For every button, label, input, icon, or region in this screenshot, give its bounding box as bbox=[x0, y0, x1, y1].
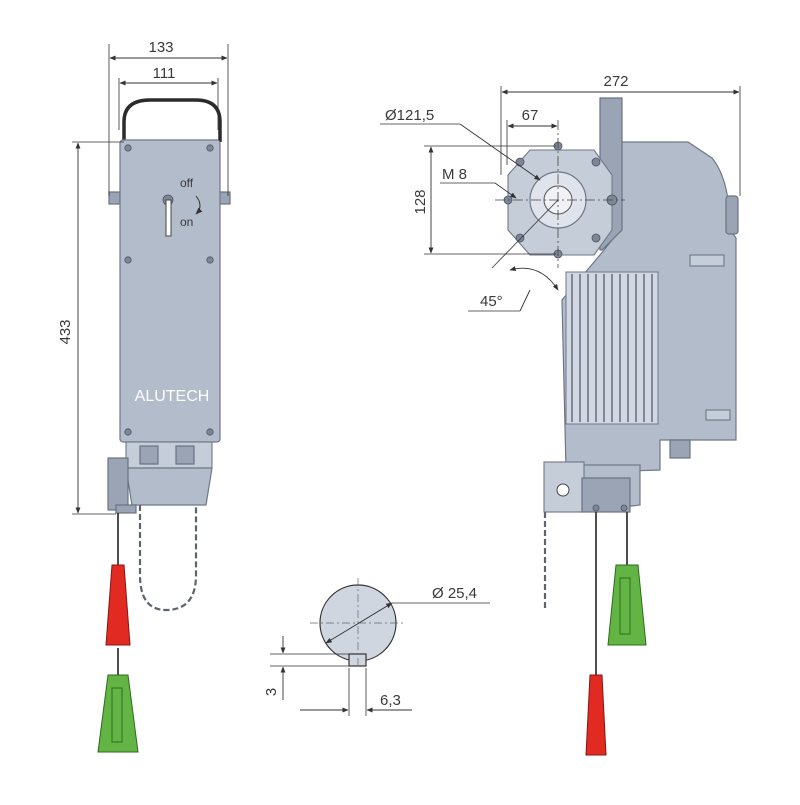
screw bbox=[124, 428, 132, 436]
terminal-block bbox=[139, 445, 159, 465]
dim-angle-arc bbox=[509, 266, 559, 291]
dim-key-height: 3 bbox=[263, 688, 280, 696]
screw bbox=[124, 144, 132, 152]
dim-front-height: 433 bbox=[57, 319, 74, 344]
screw bbox=[206, 256, 214, 264]
dim-leader-shaft bbox=[325, 602, 393, 644]
side-dimensions: 272 67 Ø121,5 M 8 128 45° bbox=[380, 73, 741, 312]
cable-gland bbox=[669, 439, 691, 459]
carry-handle bbox=[122, 98, 222, 142]
green-handle-grip bbox=[111, 687, 123, 743]
dim-flange-diameter: Ø121,5 bbox=[385, 107, 434, 124]
red-handle-icon bbox=[585, 674, 607, 756]
flange-screw bbox=[591, 233, 601, 243]
dim-angle: 45° bbox=[480, 293, 503, 310]
shaft-section: Ø 25,4 3 6,3 bbox=[263, 578, 490, 716]
screw bbox=[206, 428, 214, 436]
terminal-block bbox=[175, 445, 195, 465]
chain-icon bbox=[138, 505, 198, 612]
flange-screw bbox=[515, 157, 525, 167]
green-handle-grip bbox=[619, 577, 631, 635]
dim-leader-thread bbox=[494, 182, 517, 199]
dim-side-width: 272 bbox=[603, 73, 628, 90]
green-handle-icon bbox=[607, 564, 647, 646]
red-handle-icon bbox=[105, 564, 131, 646]
motor-fins bbox=[565, 271, 659, 425]
flange-screw bbox=[515, 233, 525, 243]
switch-off-label: off bbox=[180, 176, 194, 190]
gearbox-top bbox=[125, 441, 213, 469]
rotation-arrow-icon bbox=[195, 195, 203, 215]
dim-key-width: 6,3 bbox=[380, 692, 401, 709]
left-lug bbox=[108, 191, 121, 205]
dim-flange-offset: 67 bbox=[522, 107, 539, 124]
gearbox-housing bbox=[125, 467, 213, 506]
brand-label: ALUTECH bbox=[135, 388, 210, 405]
switch-on-label: on bbox=[180, 215, 193, 229]
dim-leader-diameter bbox=[459, 123, 541, 181]
gearbox-flange bbox=[107, 457, 129, 511]
front-view: off on ALUTECH bbox=[97, 98, 231, 753]
switch-lever-icon bbox=[165, 199, 172, 237]
flange-screw bbox=[591, 157, 601, 167]
side-lug bbox=[725, 195, 739, 235]
shaft-key bbox=[348, 653, 367, 667]
dim-thread: M 8 bbox=[442, 166, 467, 183]
side-view bbox=[495, 97, 739, 756]
side-vent bbox=[689, 254, 725, 267]
front-dimensions: 133 111 433 bbox=[57, 39, 229, 515]
dim-front-width-outer: 133 bbox=[148, 39, 173, 56]
dim-flange-height: 128 bbox=[412, 189, 429, 214]
side-vent bbox=[705, 409, 731, 421]
dim-front-width-inner: 111 bbox=[153, 65, 176, 82]
dim-shaft-diameter: Ø 25,4 bbox=[432, 585, 477, 602]
gearbox-foot bbox=[115, 504, 137, 514]
release-pin bbox=[556, 483, 570, 497]
screw bbox=[124, 256, 132, 264]
screw bbox=[206, 144, 214, 152]
green-handle-icon bbox=[97, 674, 139, 753]
